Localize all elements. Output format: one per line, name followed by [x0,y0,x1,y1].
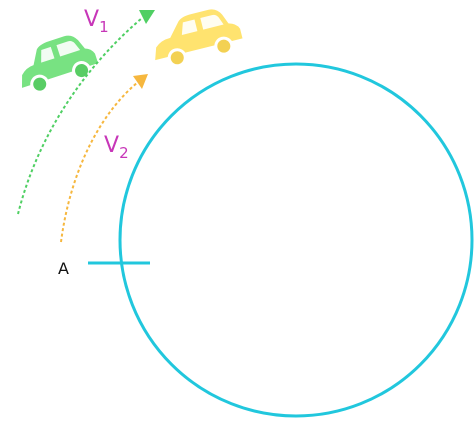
circular-track [120,64,472,416]
yellow-car-icon [146,3,245,70]
v2-trajectory-arrow [61,74,148,242]
v1-trajectory-arrow [18,10,155,214]
point-a-label: A [58,259,69,278]
v2-subscript: 2 [119,144,129,162]
v2-letter: V [104,133,119,158]
v1-subscript: 1 [99,18,109,36]
v1-label: V1 [84,7,109,36]
v1-letter: V [84,7,99,32]
green-car-icon [11,29,101,97]
v2-label: V2 [104,133,129,162]
